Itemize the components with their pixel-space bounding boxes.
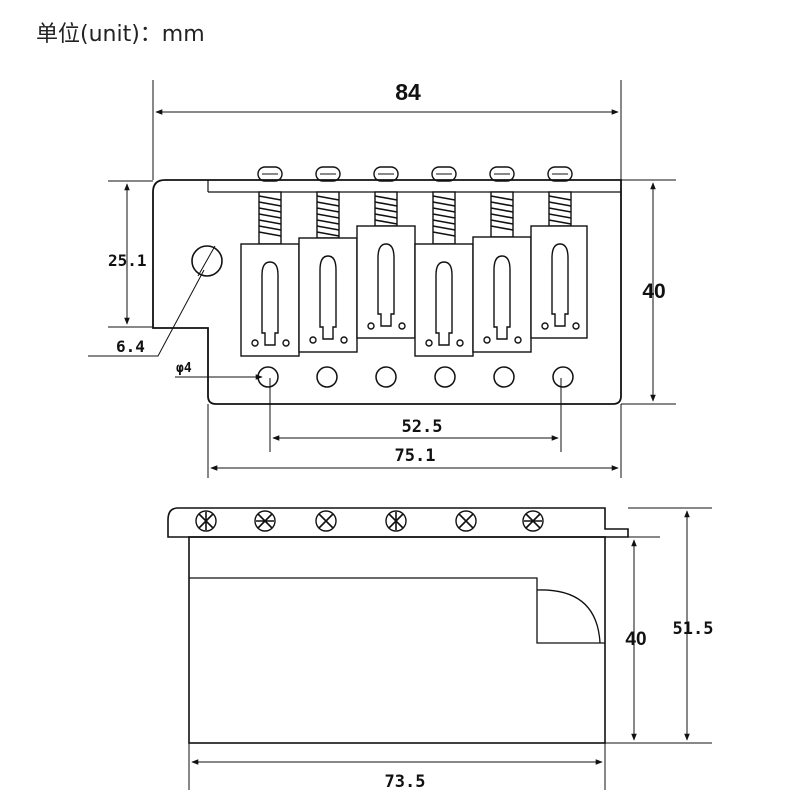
side-view: [167, 507, 712, 790]
mount-hole-2: [316, 366, 338, 388]
side-screw-1: [195, 510, 217, 532]
mount-hole-5: [493, 366, 515, 388]
saddle-2: [298, 166, 358, 353]
label-84: 84: [395, 79, 421, 105]
label-40-top: 40: [642, 280, 665, 303]
side-block: [188, 536, 606, 744]
unit-title: 单位(unit)：mm: [36, 22, 205, 47]
saddle-6: [530, 166, 588, 339]
saddle-1: [240, 166, 300, 357]
label-75-1: 75.1: [395, 446, 436, 466]
mount-hole-6: [552, 366, 574, 388]
mount-hole-3: [375, 366, 397, 388]
side-top-plate: [167, 507, 629, 538]
leader-6-4: [88, 269, 205, 357]
top-view: [88, 80, 676, 478]
label-73-5: 73.5: [385, 772, 426, 792]
large-hole: [191, 245, 223, 277]
label-phi4: φ4: [176, 361, 192, 376]
mount-hole-4: [434, 366, 456, 388]
side-screw-2: [254, 510, 276, 532]
side-screw-6: [522, 510, 544, 532]
label-6-4: 6.4: [116, 337, 145, 356]
side-screw-3: [315, 510, 337, 532]
label-25-1: 25.1: [108, 251, 147, 270]
mount-hole-1: [257, 366, 279, 388]
label-51-5: 51.5: [673, 619, 714, 639]
side-block-curve: [536, 589, 601, 644]
saddle-5: [472, 166, 532, 353]
saddle-4: [414, 166, 474, 357]
label-40-side: 40: [625, 629, 646, 650]
bridge-plate-outline: [152, 179, 622, 405]
side-screw-4: [385, 510, 407, 532]
saddle-3: [356, 166, 416, 339]
label-52-5: 52.5: [402, 417, 443, 437]
side-screw-5: [455, 510, 477, 532]
